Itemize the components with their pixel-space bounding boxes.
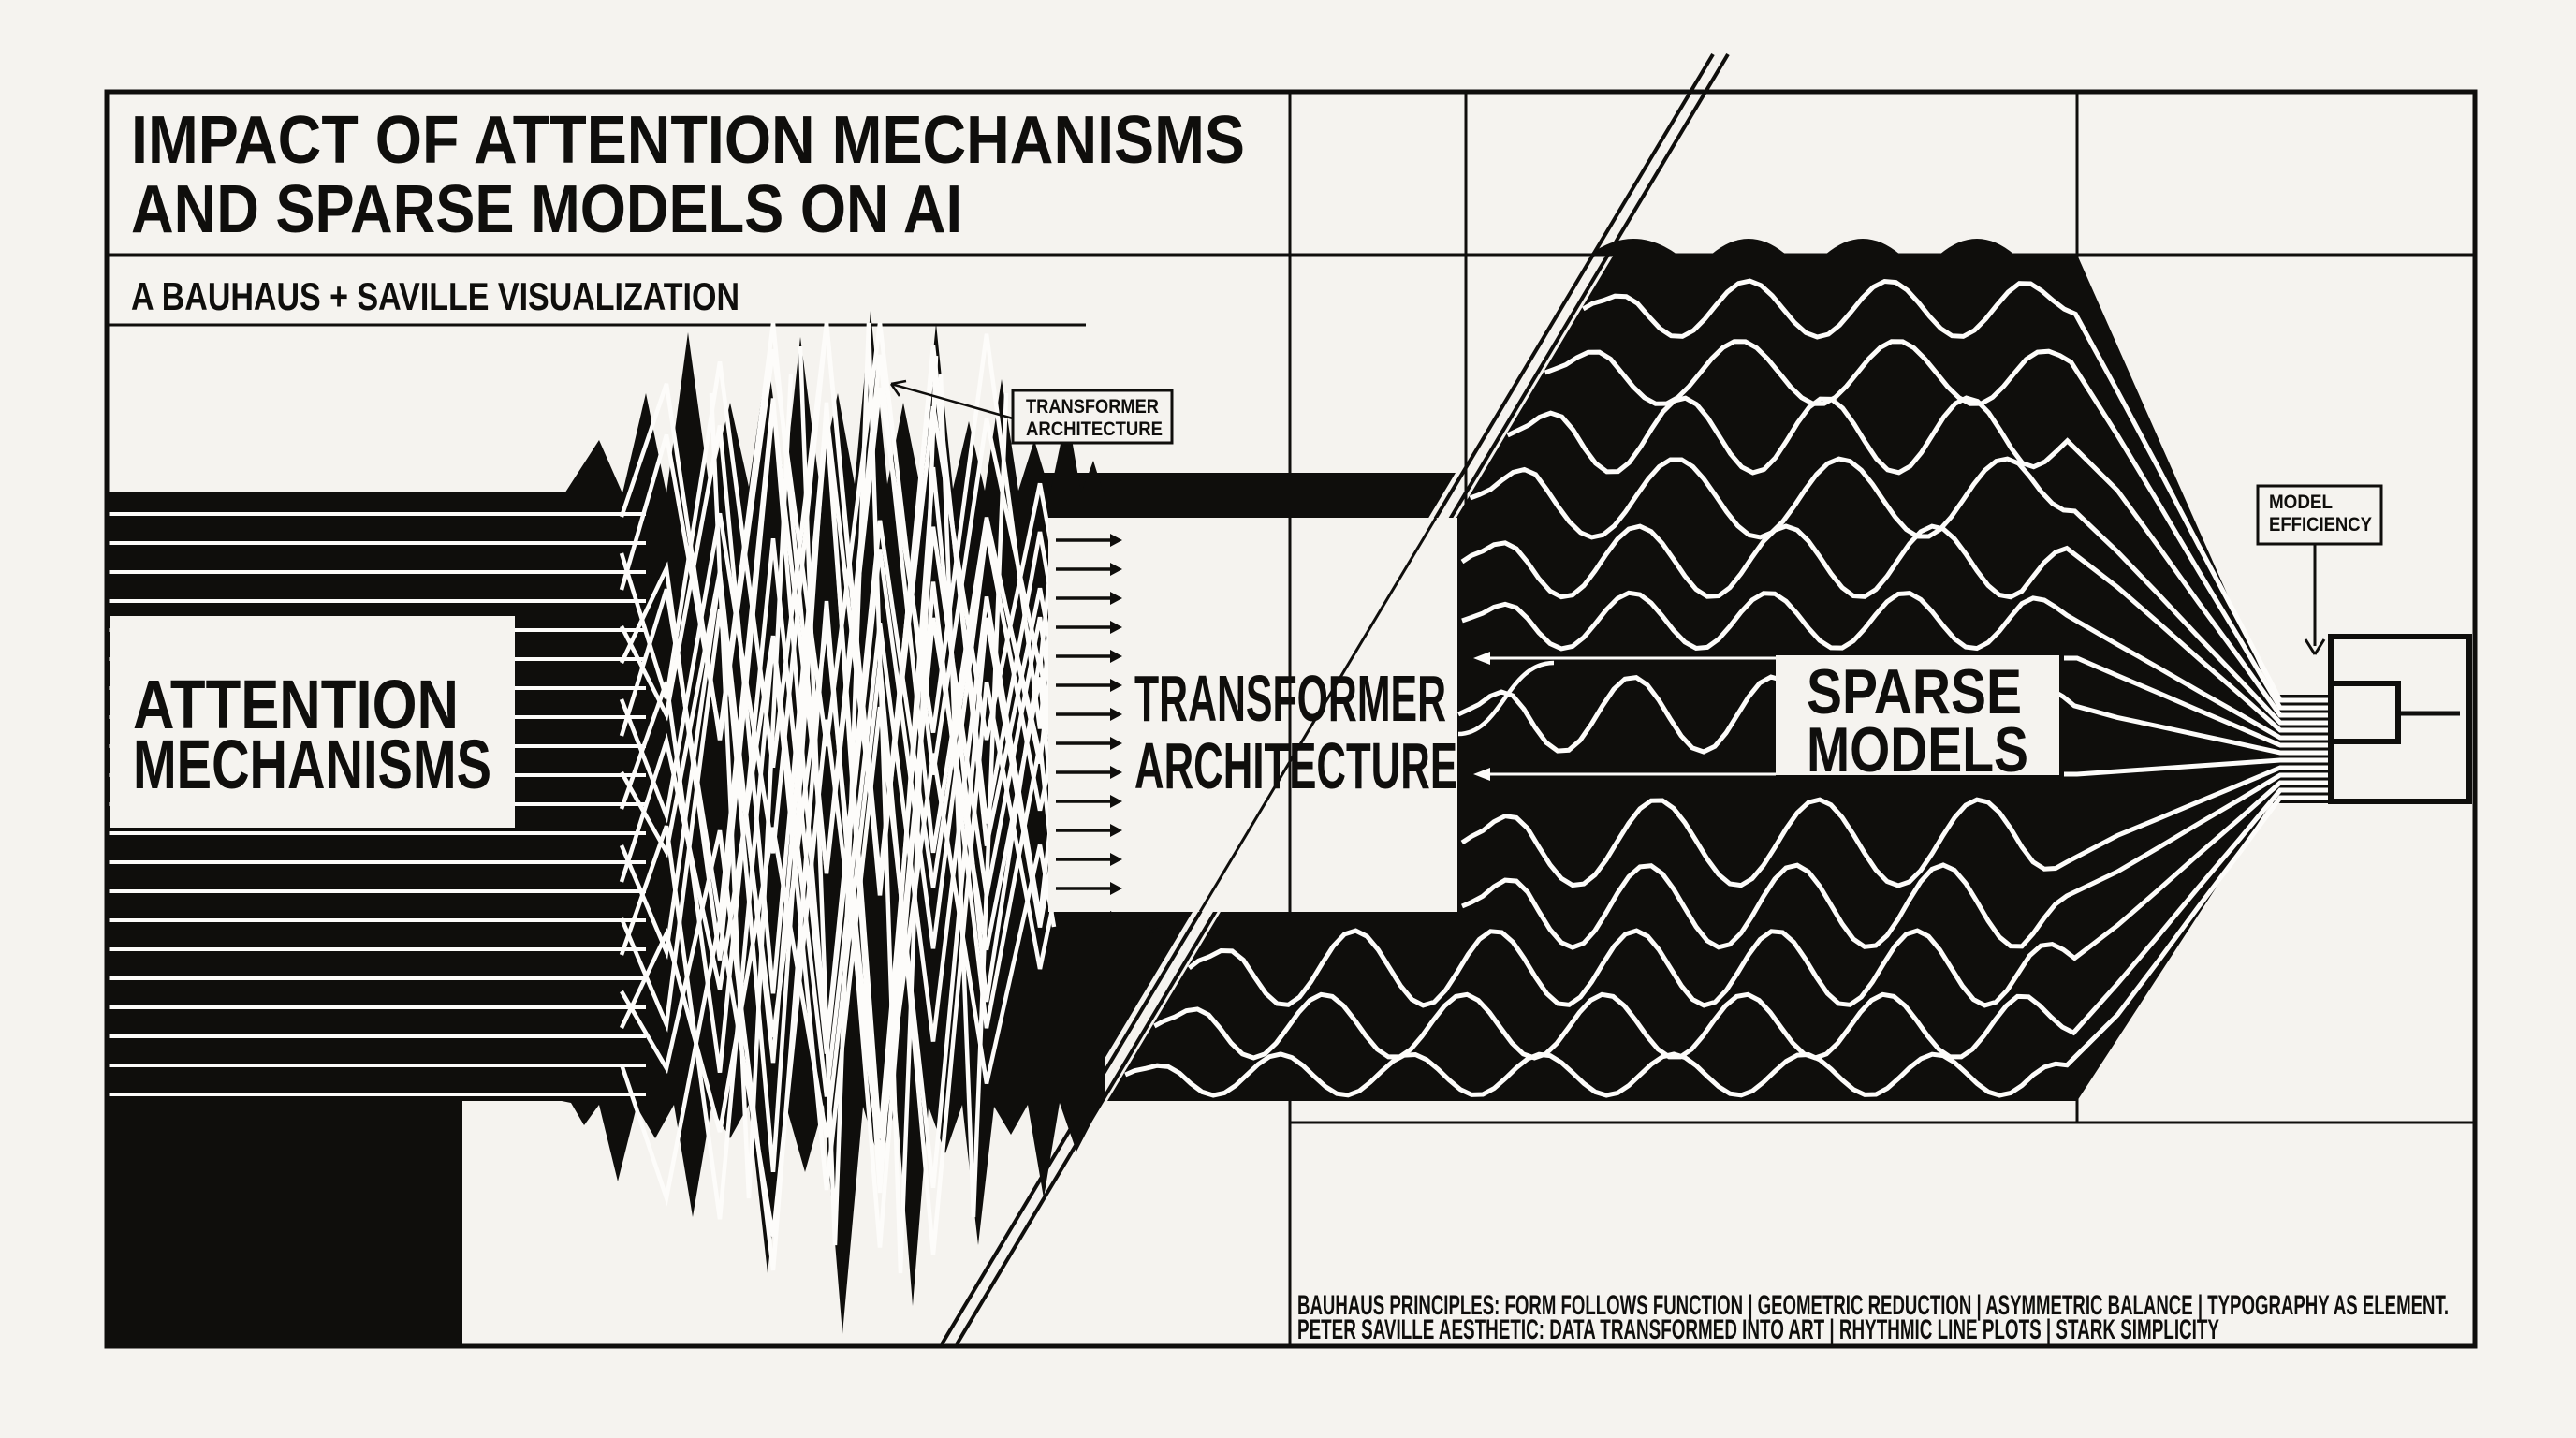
attention-label-1: ATTENTION [133, 666, 459, 743]
sparse-label-2: MODELS [1807, 714, 2028, 785]
output-inner-box [2328, 681, 2401, 744]
flow-arrows [1056, 534, 1122, 924]
left-arrowhead-icon [889, 379, 907, 397]
left-arrowhead-icon [1473, 652, 1490, 665]
callout-arrow-line [890, 382, 1014, 420]
s-curve-connector [1457, 660, 1555, 737]
transformer-callout-box [1011, 389, 1174, 445]
transformer-callout-label-1: TRANSFORMER [1026, 396, 1159, 418]
poster-frame [104, 89, 2478, 1349]
model-efficiency-callout: MODEL EFFICIENCY [2256, 484, 2383, 655]
transformer-callout-label-2: ARCHITECTURE [1026, 418, 1163, 440]
transformer-label-1: TRANSFORMER [1134, 662, 1446, 735]
transformer-callout: TRANSFORMER ARCHITECTURE [889, 379, 1174, 445]
sparse-label-box [1776, 655, 2059, 775]
sparse-to-transformer-arrows [1457, 652, 1776, 781]
sparse-label-1: SPARSE [1807, 656, 2022, 727]
model-efficiency-label-2: EFFICIENCY [2269, 514, 2372, 536]
page-subtitle: A BAUHAUS + SAVILLE VISUALIZATION [131, 274, 739, 318]
attention-label-box [110, 616, 515, 828]
footer-line1: BAUHAUS PRINCIPLES: FORM FOLLOWS FUNCTIO… [1297, 1290, 2449, 1321]
attention-label-2: MECHANISMS [133, 726, 491, 803]
tangle-lines [619, 322, 1057, 1274]
page-title-line2: AND SPARSE MODELS ON AI [131, 172, 962, 247]
model-efficiency-box [2256, 484, 2383, 546]
transformer-label-2: ARCHITECTURE [1134, 729, 1457, 802]
page-title-line1: IMPACT OF ATTENTION MECHANISMS [131, 103, 1245, 178]
down-arrowhead-icon [2304, 638, 2326, 655]
footer-line2: PETER SAVILLE AESTHETIC: DATA TRANSFORME… [1297, 1314, 2219, 1345]
diagonal-arrowhead-icon [1148, 917, 1164, 934]
model-efficiency-output [2328, 634, 2472, 804]
left-arrowhead-icon [1473, 768, 1490, 781]
model-efficiency-label-1: MODEL [2269, 492, 2333, 513]
diagonal-over-box [1198, 517, 1438, 913]
